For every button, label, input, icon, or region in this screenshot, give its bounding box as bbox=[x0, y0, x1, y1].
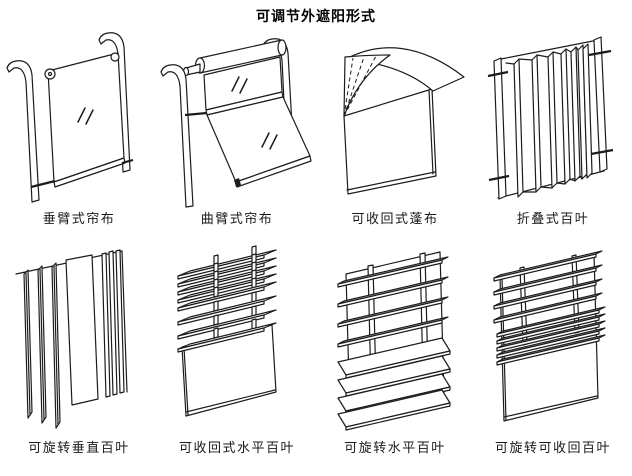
drop-arm-curtain-illustration bbox=[6, 32, 134, 203]
figure-row-1: 垂臂式帘布 曲臂式帘布 bbox=[0, 30, 632, 228]
figure-label: 垂臂式帘布 bbox=[42, 211, 116, 226]
figure-item: 可旋转可收回百叶 bbox=[474, 244, 632, 457]
figure-item: 曲臂式帘布 bbox=[158, 30, 316, 228]
figure-label: 可旋转垂直百叶 bbox=[28, 440, 130, 455]
figure-label: 可收回式蓬布 bbox=[351, 211, 439, 226]
folding-louver-illustration bbox=[487, 36, 614, 200]
figure-item: 可收回式水平百叶 bbox=[158, 244, 316, 457]
figure-label: 可旋转可收回百叶 bbox=[494, 440, 611, 455]
figure-item: 可旋转水平百叶 bbox=[316, 244, 474, 457]
figure-item: 折叠式百叶 bbox=[474, 30, 632, 228]
retractable-canopy-illustration bbox=[343, 47, 465, 195]
figure-label: 可旋转水平百叶 bbox=[344, 440, 446, 455]
figure-label: 曲臂式帘布 bbox=[200, 211, 274, 226]
figure-item: 可旋转垂直百叶 bbox=[0, 244, 158, 457]
figure-row-2: 可旋转垂直百叶 bbox=[0, 244, 632, 457]
rotatable-vertical-louver-illustration bbox=[15, 249, 128, 429]
figure-item: 垂臂式帘布 bbox=[0, 30, 158, 228]
rotatable-retractable-louver-illustration bbox=[493, 250, 606, 422]
figure-label: 折叠式百叶 bbox=[516, 211, 590, 226]
folding-arm-curtain-illustration bbox=[160, 38, 312, 208]
rotatable-horizontal-louver-illustration bbox=[337, 251, 451, 431]
figure-label: 可收回式水平百叶 bbox=[178, 440, 295, 455]
page-title: 可调节外遮阳形式 bbox=[256, 8, 376, 24]
retractable-horizontal-louver-illustration bbox=[177, 245, 277, 417]
figure-item: 可收回式蓬布 bbox=[316, 30, 474, 228]
